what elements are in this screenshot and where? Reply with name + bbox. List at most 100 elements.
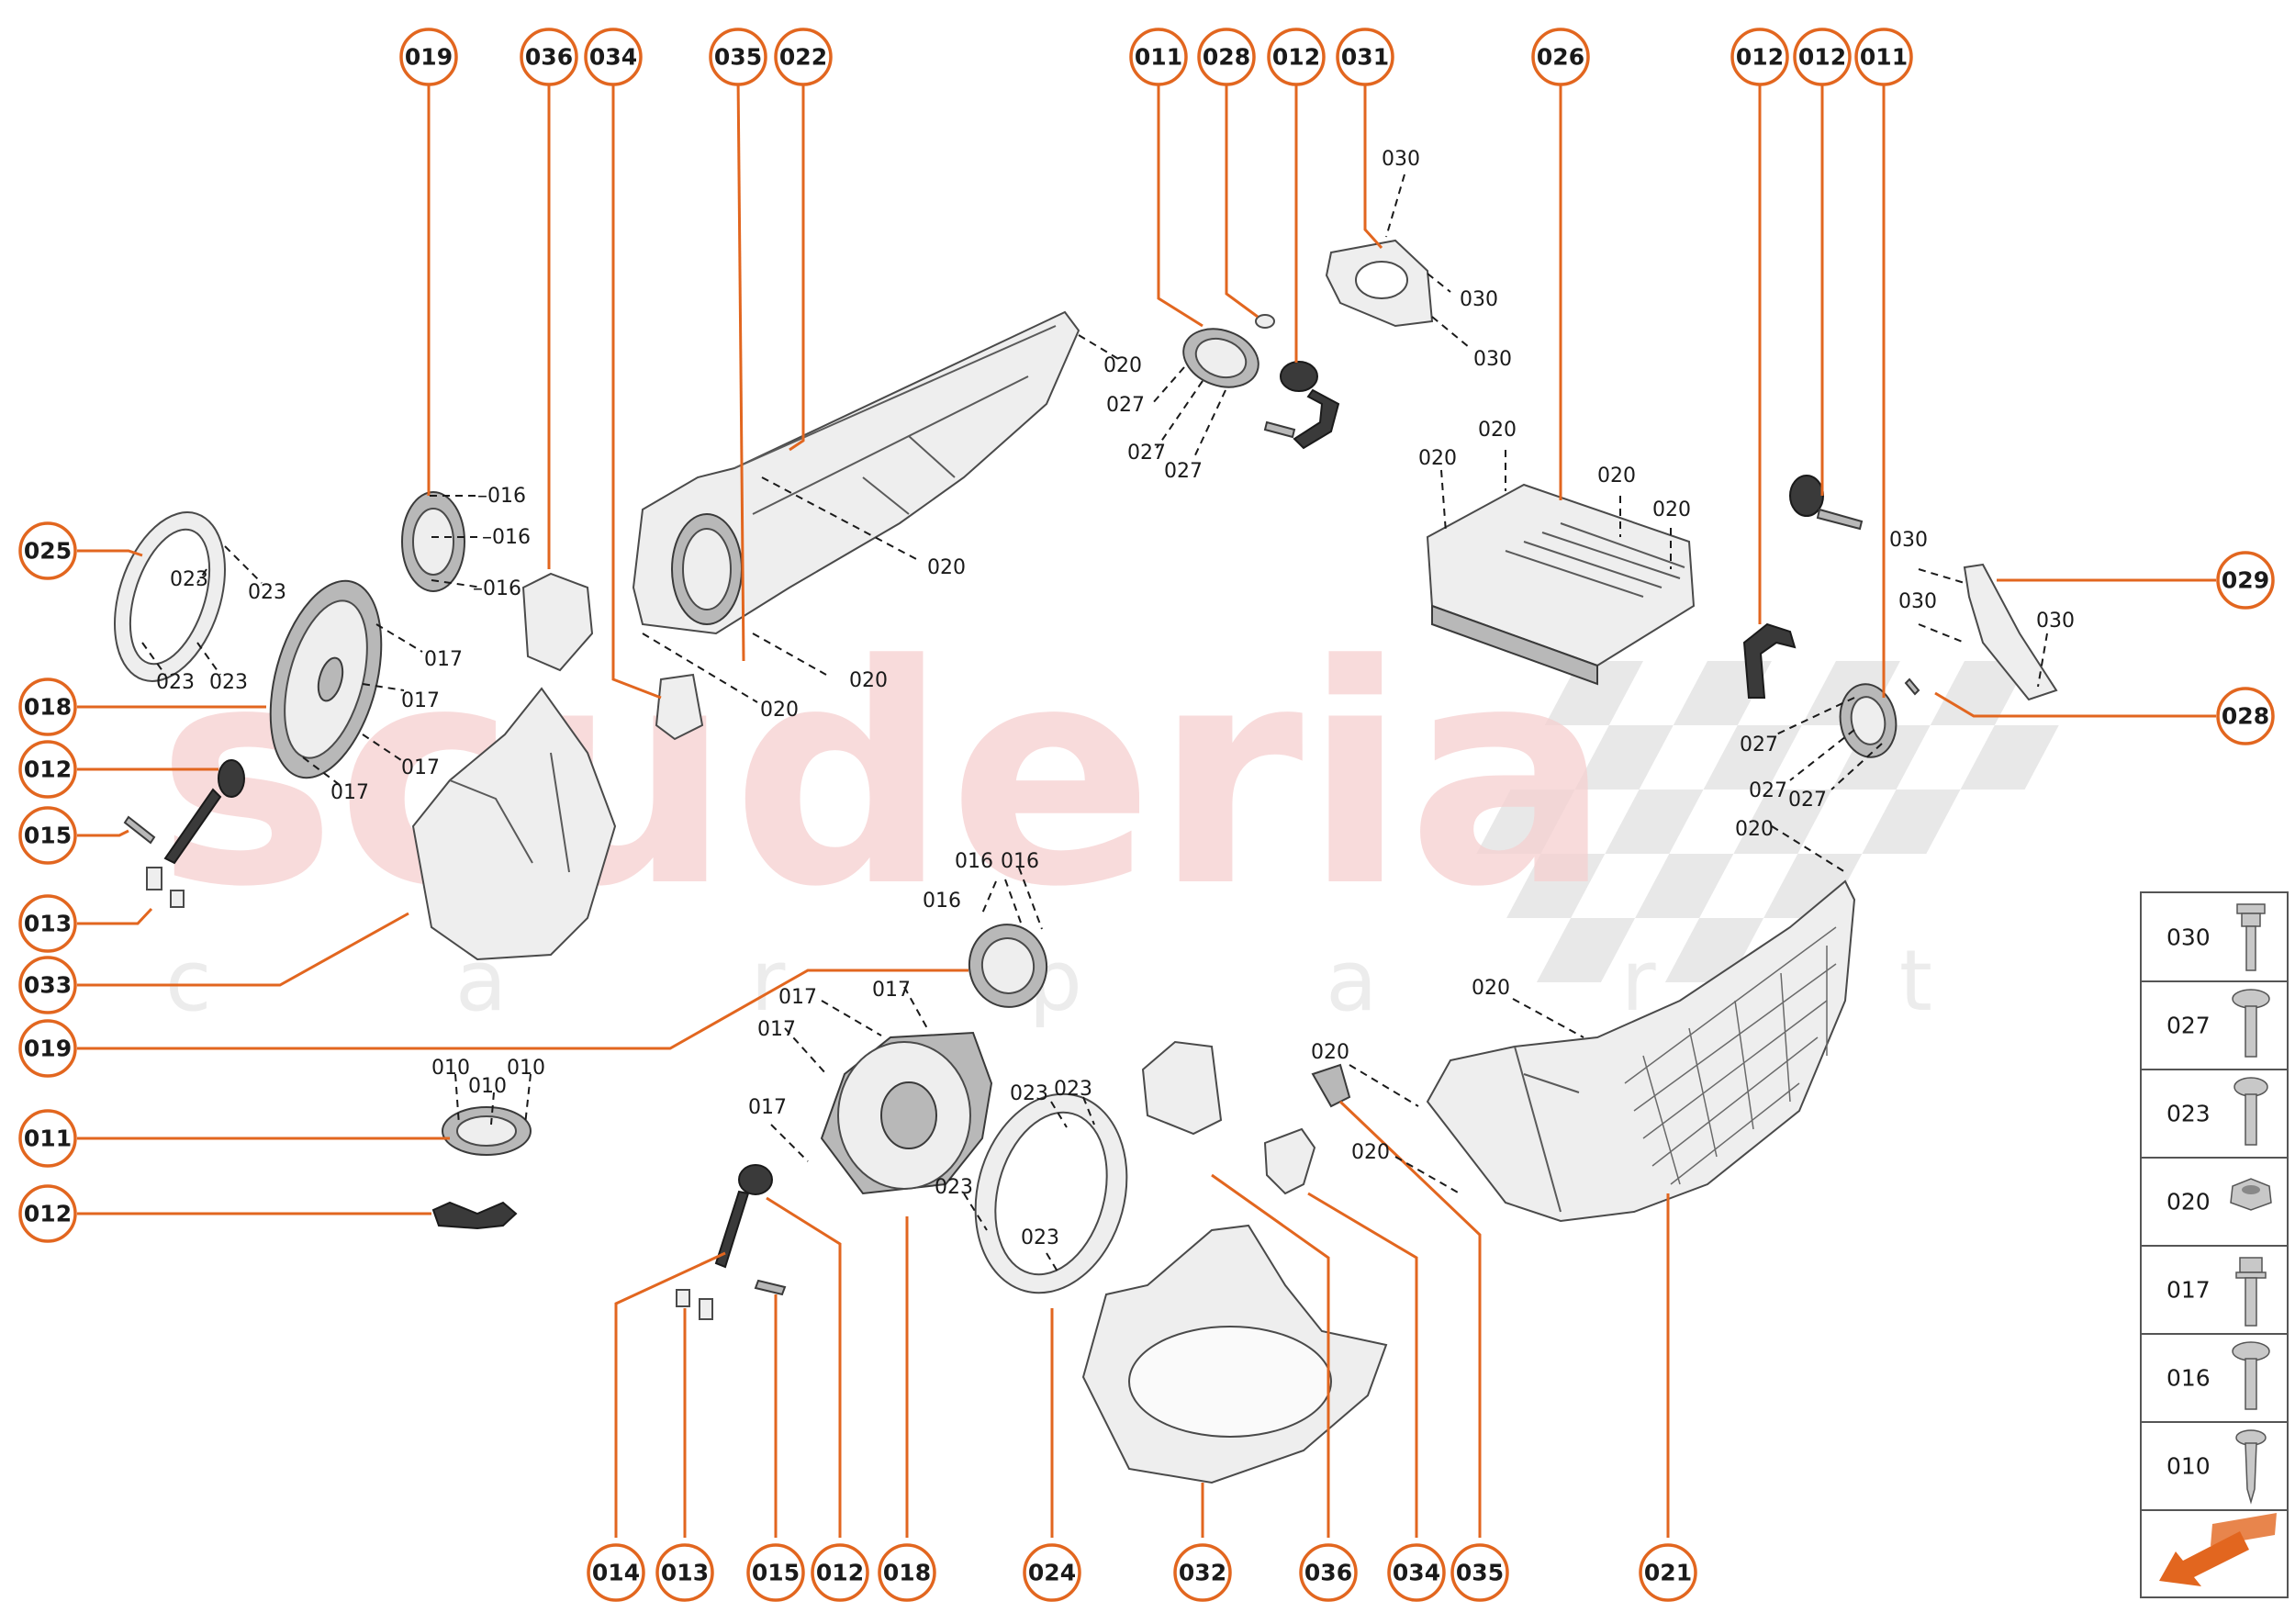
fastener-label: 017 — [778, 986, 817, 1009]
legend-code: 010 — [2166, 1453, 2211, 1480]
callout-012-top-right-b[interactable]: 012 — [1793, 28, 1852, 86]
callout-013-bottom[interactable]: 013 — [655, 1543, 714, 1602]
fastener-label: 017 — [401, 689, 440, 712]
callout-013-left[interactable]: 013 — [18, 894, 77, 953]
callout-label: 029 — [2222, 567, 2269, 594]
callout-014-bottom[interactable]: 014 — [587, 1543, 645, 1602]
fastener-label: –016 — [473, 577, 521, 600]
callout-group: 019 036 034 035 022 011 028 012 031 026 … — [18, 28, 2275, 1602]
callout-label: 012 — [1736, 44, 1784, 71]
upper-knob-cable — [1263, 361, 1340, 450]
upper-small-block — [655, 673, 704, 741]
callout-018-left[interactable]: 018 — [18, 678, 77, 736]
callout-label: 012 — [24, 756, 72, 783]
callout-011-top[interactable]: 011 — [1129, 28, 1188, 86]
callout-label: 033 — [24, 972, 72, 999]
legend-row-027: 027 — [2166, 989, 2270, 1058]
callout-label: 011 — [24, 1126, 72, 1152]
callout-033-left[interactable]: 033 — [18, 956, 77, 1014]
callout-012-top-right-a[interactable]: 012 — [1730, 28, 1789, 86]
fastener-legend: 030 027 023 020 017 016 010 — [2140, 891, 2289, 1598]
fastener-label: 020 — [1652, 498, 1691, 521]
callout-label: 036 — [525, 44, 573, 71]
lower-right-duct — [1426, 879, 1856, 1223]
fastener-label: 017 — [330, 781, 369, 804]
upper-foam-block — [521, 572, 594, 672]
callout-026-top[interactable]: 026 — [1531, 28, 1590, 86]
callout-024-bottom[interactable]: 024 — [1023, 1543, 1081, 1602]
callout-025-left[interactable]: 025 — [18, 521, 77, 580]
callout-label: 015 — [752, 1560, 800, 1586]
callout-015-bottom[interactable]: 015 — [746, 1543, 805, 1602]
fastener-label: 023 — [156, 671, 195, 694]
fastener-label: 020 — [760, 699, 799, 722]
callout-019-top[interactable]: 019 — [399, 28, 458, 86]
callout-label: 011 — [1860, 44, 1908, 71]
fastener-label: 023 — [1021, 1226, 1059, 1249]
amplifier-unit — [1426, 483, 1696, 686]
callout-015-left[interactable]: 015 — [18, 806, 77, 865]
lower-foam-block — [1141, 1040, 1223, 1136]
callout-012-left-bottom[interactable]: 012 — [18, 1184, 77, 1243]
callout-label: 024 — [1028, 1560, 1076, 1586]
callout-032-bottom[interactable]: 032 — [1173, 1543, 1232, 1602]
fastener-label: 017 — [872, 979, 911, 1002]
callout-018-bottom[interactable]: 018 — [878, 1543, 936, 1602]
callout-011-top-right[interactable]: 011 — [1854, 28, 1913, 86]
callout-label: 019 — [24, 1036, 72, 1062]
fastener-label: 020 — [1478, 419, 1517, 442]
callout-035-top[interactable]: 035 — [709, 28, 767, 86]
watermark-checker-flag — [1476, 661, 2059, 982]
callout-034-bottom[interactable]: 034 — [1387, 1543, 1446, 1602]
callout-021-bottom[interactable]: 021 — [1639, 1543, 1697, 1602]
fastener-label: 017 — [401, 756, 440, 779]
callout-label: 026 — [1537, 44, 1584, 71]
fastener-dash-lines — [141, 174, 2048, 1272]
watermark-main: scuderia — [156, 600, 1612, 953]
callout-label: 021 — [1644, 1560, 1692, 1586]
callout-019-left[interactable]: 019 — [18, 1019, 77, 1078]
legend-row-020: 020 — [2166, 1178, 2272, 1215]
legend-code: 023 — [2166, 1101, 2211, 1127]
callout-028-right[interactable]: 028 — [2216, 687, 2275, 745]
legend-code: 027 — [2166, 1013, 2211, 1039]
callout-012-bottom[interactable]: 012 — [811, 1543, 869, 1602]
fastener-label: 023 — [170, 568, 208, 591]
fastener-labels: 030 030 030 020 027 027 027 020 020 020 … — [156, 148, 2075, 1249]
legend-row-010: 010 — [2166, 1429, 2267, 1505]
callout-022-top[interactable]: 022 — [774, 28, 833, 86]
callout-label: 019 — [405, 44, 453, 71]
callout-028-top[interactable]: 028 — [1197, 28, 1256, 86]
callout-029-right[interactable]: 029 — [2216, 551, 2275, 610]
callout-012-top[interactable]: 012 — [1267, 28, 1326, 86]
callout-label: 018 — [883, 1560, 931, 1586]
callout-leaders — [77, 74, 2216, 1538]
upper-mid-tweeter — [1182, 314, 1275, 388]
right-cable-loop — [1742, 622, 1797, 699]
fastener-label: 023 — [1054, 1078, 1092, 1101]
flange-nut-icon — [2230, 1178, 2272, 1211]
callout-031-top[interactable]: 031 — [1336, 28, 1394, 86]
fastener-label: 023 — [935, 1176, 973, 1199]
callout-036-bottom[interactable]: 036 — [1299, 1543, 1358, 1602]
fastener-label: 030 — [2036, 610, 2075, 633]
callout-label: 032 — [1179, 1560, 1226, 1586]
callout-label: 012 — [1798, 44, 1846, 71]
fastener-label: 030 — [1382, 148, 1420, 171]
callout-label: 012 — [1272, 44, 1320, 71]
lower-connector — [676, 1164, 787, 1320]
fastener-label: 020 — [1735, 818, 1774, 841]
fastener-label: 017 — [757, 1018, 796, 1041]
callout-011-left[interactable]: 011 — [18, 1109, 77, 1168]
callout-036-top[interactable]: 036 — [520, 28, 578, 86]
callout-label: 031 — [1341, 44, 1389, 71]
lower-enclosure — [1081, 1224, 1388, 1484]
flange-bolt-icon — [2236, 903, 2266, 971]
callout-label: 035 — [1456, 1560, 1504, 1586]
callout-012-left[interactable]: 012 — [18, 740, 77, 799]
callout-034-top[interactable]: 034 — [584, 28, 643, 86]
fastener-label: 016 — [955, 850, 993, 873]
right-clip — [1904, 678, 1920, 696]
callout-label: 015 — [24, 823, 72, 849]
callout-035-bottom[interactable]: 035 — [1450, 1543, 1509, 1602]
